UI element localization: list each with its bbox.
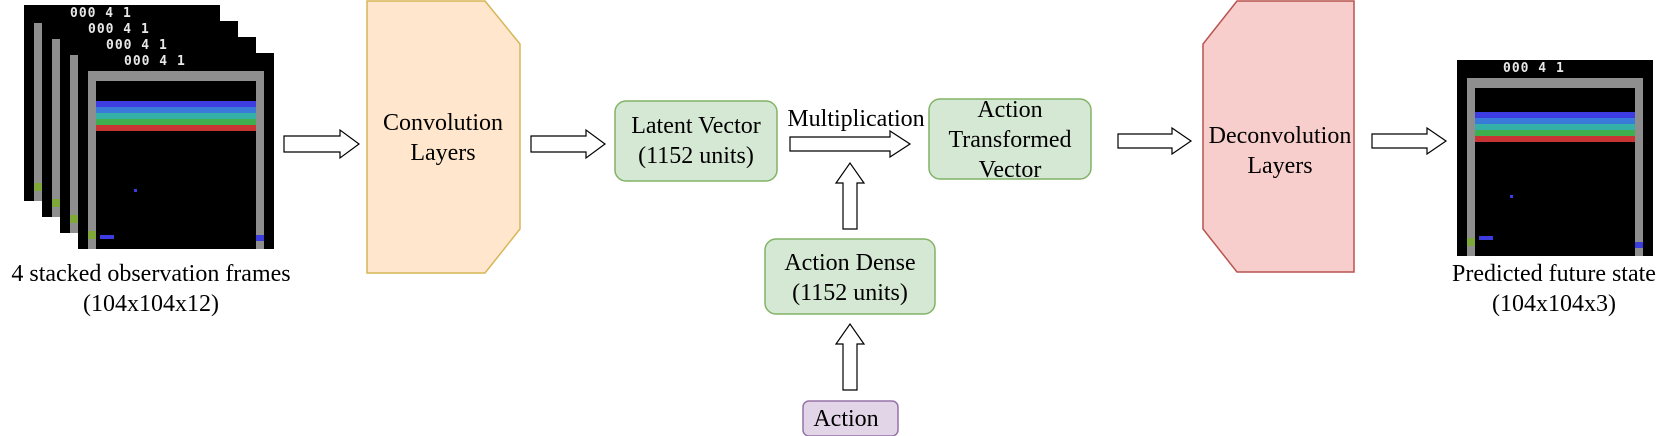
predicted-frame: 000 4 1 [1457, 60, 1653, 256]
output-caption-line1: Predicted future state [1452, 261, 1656, 287]
action-dense-box [764, 238, 936, 315]
input-frame-stack: 000 4 1 [24, 5, 274, 249]
action-transformed-line3: Vector [979, 157, 1042, 183]
latent-label-line1: Latent Vector [631, 113, 761, 139]
latent-label-line2: (1152 units) [638, 143, 754, 169]
action-dense-line2: (1152 units) [792, 280, 908, 306]
action-label: Action [813, 406, 878, 432]
input-caption-line1: 4 stacked observation frames [11, 261, 290, 287]
multiplication-label: Multiplication [787, 106, 924, 132]
convolution-layers-block [366, 0, 521, 274]
action-transformed-line1: Action [977, 97, 1042, 123]
input-caption-line2: (104x104x12) [83, 291, 219, 317]
arrow-latent-to-transformed [789, 129, 912, 159]
arrow-input-to-conv [283, 128, 361, 160]
deconv-label-line1: Deconvolution [1209, 123, 1352, 149]
svg-text:000 4 1: 000 4 1 [124, 54, 186, 69]
action-box [802, 400, 899, 436]
conv-label-line1: Convolution [383, 110, 503, 136]
svg-text:000 4 1: 000 4 1 [1503, 61, 1565, 76]
deconvolution-layers-block [1202, 0, 1355, 273]
arrow-action-to-dense [834, 322, 866, 391]
deconv-label-line2: Layers [1247, 153, 1312, 179]
action-dense-line1: Action Dense [784, 250, 915, 276]
conv-label-line2: Layers [410, 140, 475, 166]
action-transformed-vector-box [928, 98, 1092, 180]
latent-vector-box [614, 100, 778, 182]
observation-frame-4: 000 4 1 [78, 53, 274, 249]
arrow-transformed-to-deconv [1117, 126, 1193, 156]
action-transformed-line2: Transformed [948, 127, 1071, 153]
arrow-dense-to-multiplication [834, 161, 866, 230]
arrow-conv-to-latent [530, 128, 607, 160]
arrow-deconv-to-output [1371, 126, 1448, 156]
output-caption-line2: (104x104x3) [1492, 291, 1616, 317]
